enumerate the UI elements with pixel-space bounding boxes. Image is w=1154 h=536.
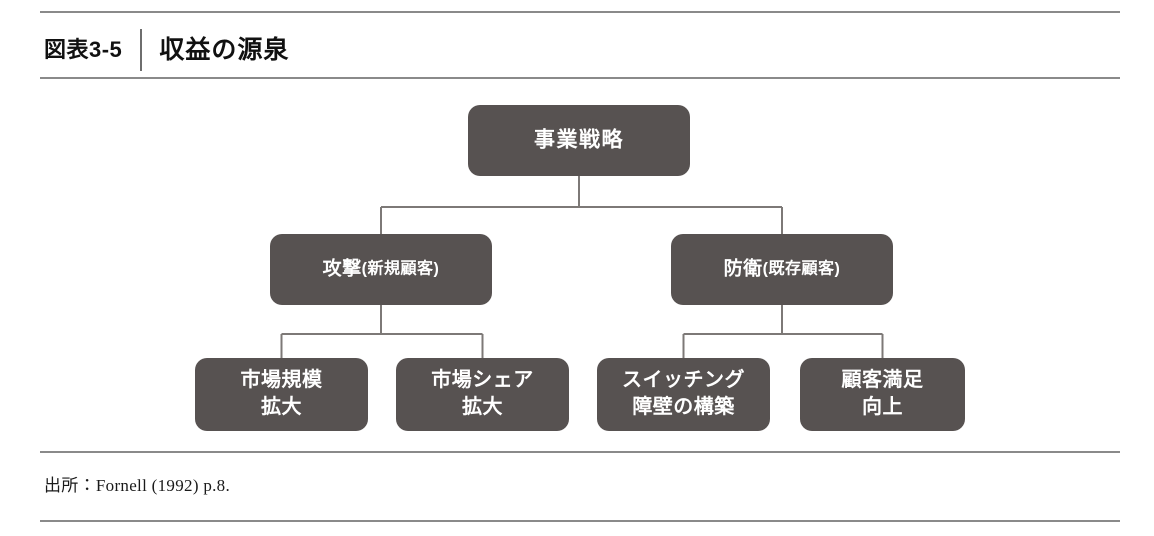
node-box-market-share: [396, 358, 569, 431]
node-box-market-size: [195, 358, 368, 431]
figure-caption: 図表3-5 収益の源泉: [44, 28, 289, 72]
node-box-customer-satisfaction: [800, 358, 965, 431]
rule-under-figure: [40, 451, 1120, 453]
node-label-root: 事業戦略: [534, 127, 624, 151]
node-switching-barrier: スイッチング障壁の構築: [597, 358, 770, 431]
figure-title: 収益の源泉: [159, 35, 290, 64]
figure-number: 図表3-5: [44, 37, 123, 62]
caption-divider: [140, 29, 143, 71]
node-label-switching-barrier: スイッチング障壁の構築: [622, 367, 745, 418]
node-label-market-size: 市場規模拡大: [241, 367, 323, 418]
rule-top: [40, 11, 1120, 13]
node-offense: 攻撃(新規顧客): [270, 234, 492, 305]
node-label-offense: 攻撃(新規顧客): [323, 257, 440, 280]
node-box-offense: [270, 234, 492, 305]
node-label-defense: 防衛(既存顧客): [724, 257, 841, 280]
connector-defense: [682, 305, 884, 358]
connector-offense: [280, 305, 484, 358]
node-defense: 防衛(既存顧客): [671, 234, 893, 305]
figure-source: 出所：Fornell (1992) p.8.: [44, 476, 231, 495]
node-root: 事業戦略: [468, 105, 690, 176]
node-label-customer-satisfaction: 顧客満足向上: [841, 367, 924, 418]
rule-bottom: [40, 520, 1120, 522]
node-market-size: 市場規模拡大: [195, 358, 368, 431]
node-box-switching-barrier: [597, 358, 770, 431]
node-box-root: [468, 105, 690, 176]
node-label-market-share: 市場シェア拡大: [431, 367, 534, 418]
connector-root: [380, 176, 783, 234]
tree-diagram: 事業戦略攻撃(新規顧客) 防衛(既存顧客) 市場規模拡大 市場シェア拡大 スイッチング障…: [0, 84, 1154, 444]
rule-under-title: [40, 77, 1120, 79]
node-market-share: 市場シェア拡大: [396, 358, 569, 431]
node-customer-satisfaction: 顧客満足向上: [800, 358, 965, 431]
node-box-defense: [671, 234, 893, 305]
connector-layer: [280, 176, 884, 358]
